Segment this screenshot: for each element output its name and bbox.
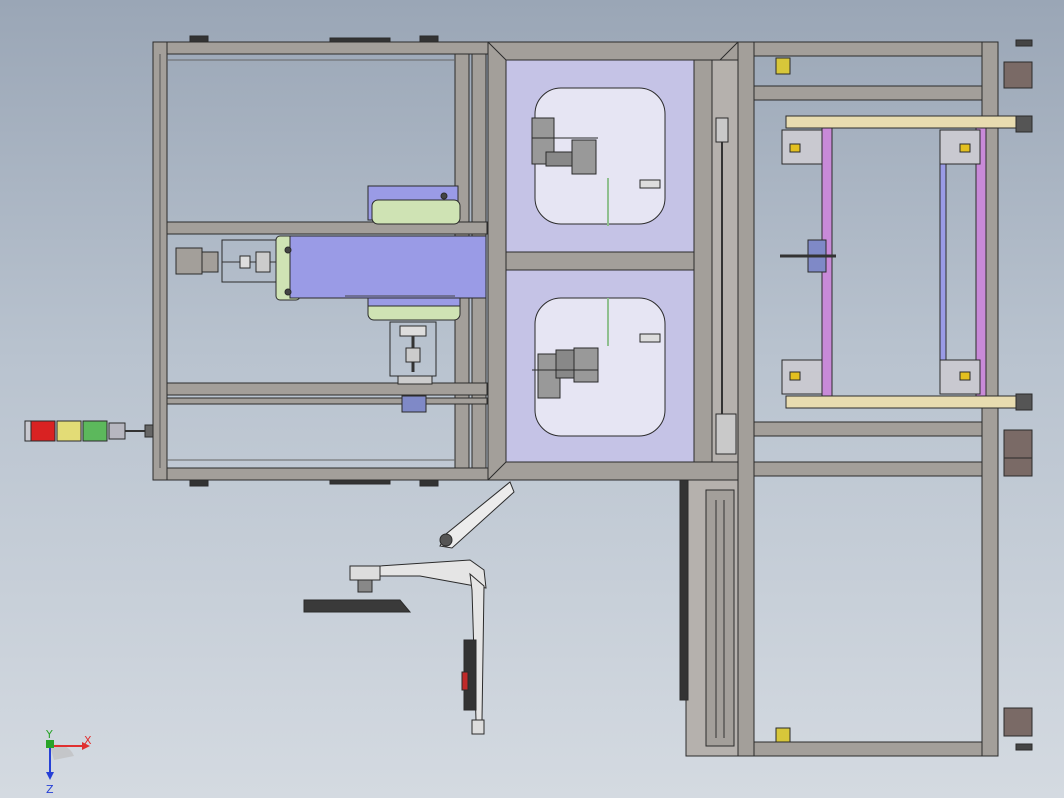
linear-module[interactable] [175,185,487,413]
axis-z-label: Z [46,783,54,796]
monitor-arm-icon[interactable] [303,481,515,735]
right-frame[interactable] [679,39,1033,757]
coordinate-triad-icon [46,740,90,780]
axis-y-label: Y [45,728,53,741]
axis-x-label: X [84,734,92,747]
signal-tower-icon[interactable] [24,420,154,442]
center-cabinet[interactable] [487,41,739,481]
